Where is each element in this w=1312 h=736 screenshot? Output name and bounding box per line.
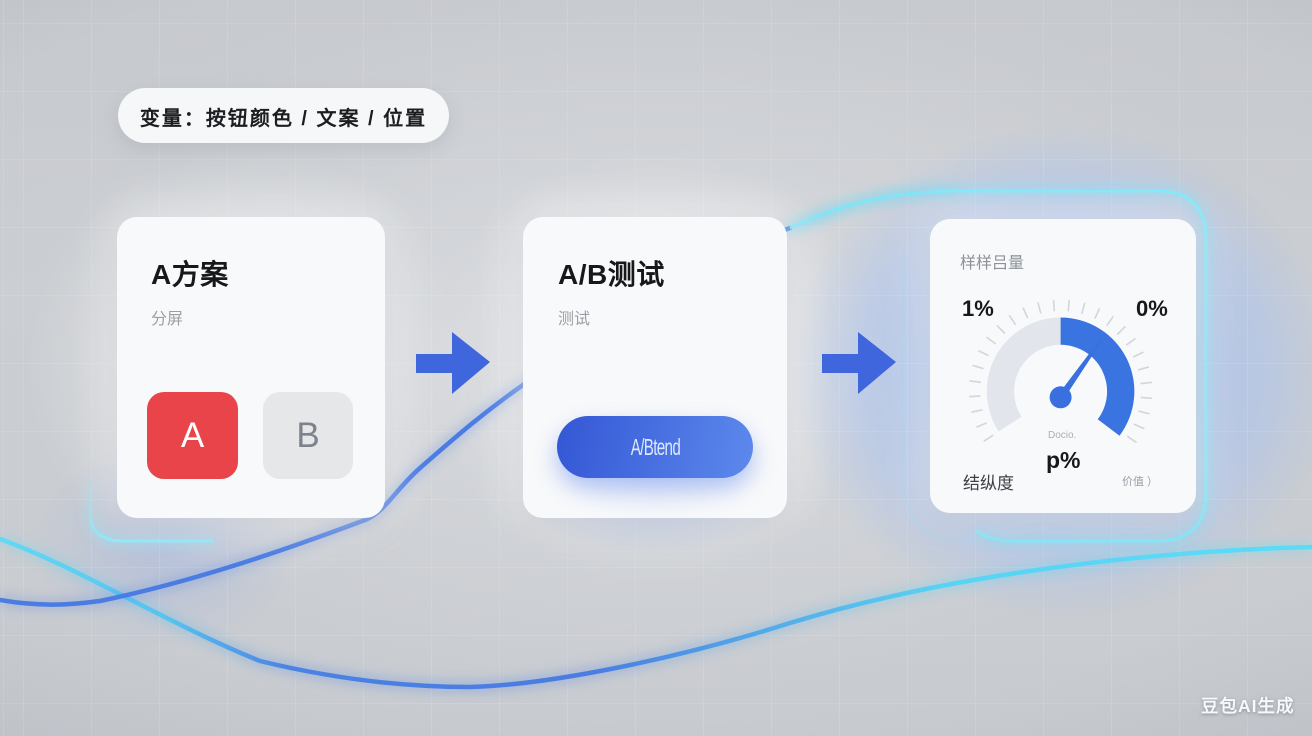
svg-text:样样吕量: 样样吕量 [960, 254, 1024, 272]
